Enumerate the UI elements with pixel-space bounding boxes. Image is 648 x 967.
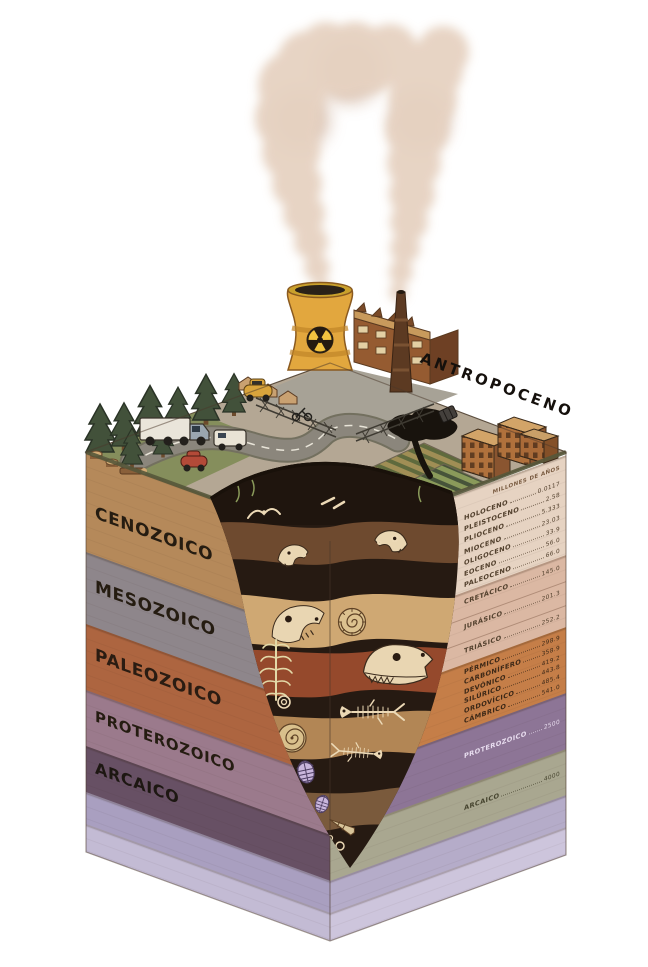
oil-spill bbox=[387, 405, 458, 479]
factory bbox=[353, 290, 459, 393]
camper-van bbox=[213, 429, 247, 451]
epoch-value: 145.0 bbox=[541, 565, 560, 578]
nuclear-cooling-tower bbox=[286, 281, 354, 371]
pavement bbox=[252, 364, 458, 436]
red-car bbox=[180, 450, 208, 472]
epoch-name: JURÁSICO bbox=[464, 608, 503, 631]
dotted-leader bbox=[504, 595, 540, 615]
pine-forest bbox=[84, 373, 247, 469]
epoch-value: 201.3 bbox=[541, 589, 560, 603]
brick-chimney bbox=[389, 290, 413, 393]
yellow-car bbox=[243, 378, 273, 402]
bone-fragments-icon bbox=[320, 496, 346, 510]
oil-barrel bbox=[438, 405, 458, 423]
road-centerline bbox=[131, 424, 399, 463]
motorbike bbox=[291, 407, 313, 422]
factory-windows bbox=[357, 325, 423, 365]
anthropocene-title: ANTROPOCENO bbox=[417, 349, 577, 422]
roots bbox=[235, 479, 422, 503]
box-truck bbox=[139, 417, 210, 446]
smoke-plumes bbox=[255, 22, 469, 301]
wire-fence bbox=[255, 397, 435, 444]
crop-field bbox=[364, 442, 476, 495]
radiation-symbol-icon bbox=[306, 326, 334, 354]
small-houses bbox=[238, 376, 298, 405]
road bbox=[119, 412, 411, 475]
